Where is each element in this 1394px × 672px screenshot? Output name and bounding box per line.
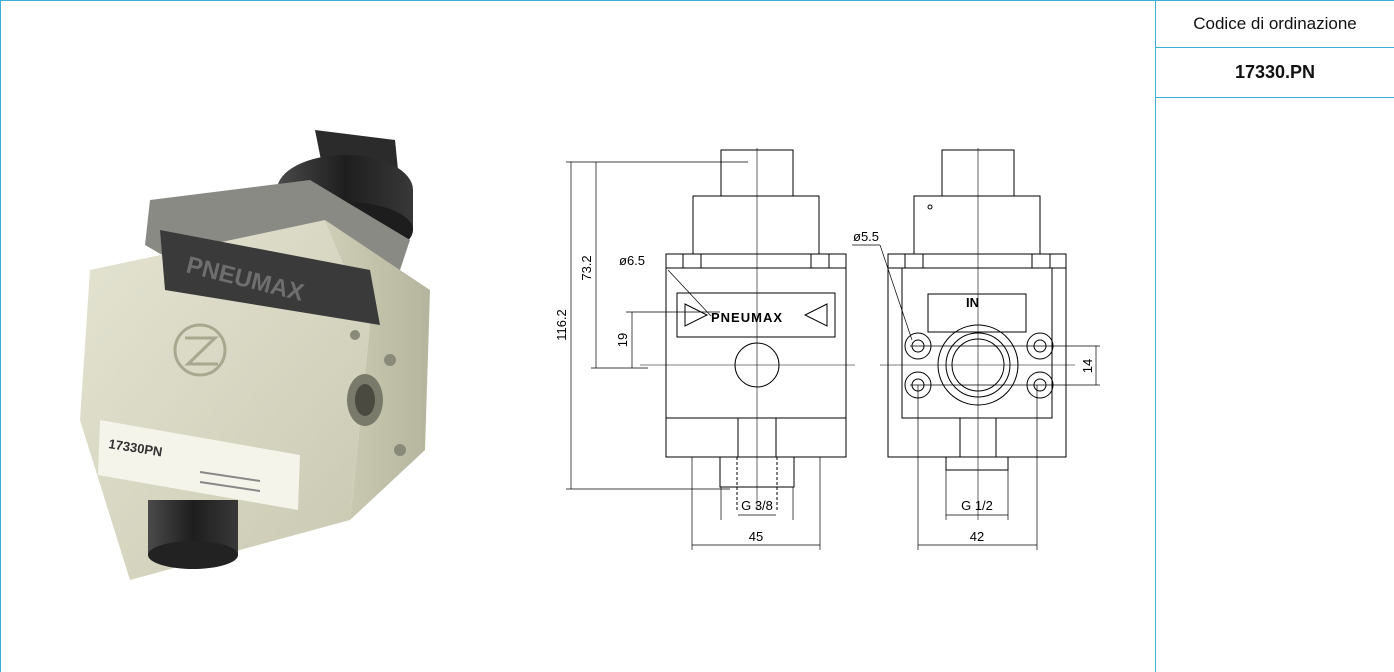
product-photo: PNEUMAX 17330PN xyxy=(80,130,430,580)
technical-drawing: PNEUMAX IN 116.2 73.2 19 ø6.5 G 3/8 45 ø… xyxy=(554,148,1100,550)
dim-side-port: G 1/2 xyxy=(961,498,993,513)
dim-upper-height: 73.2 xyxy=(579,255,594,280)
body-side xyxy=(325,220,430,520)
front-nameplate xyxy=(676,292,836,338)
front-brand-text: PNEUMAX xyxy=(711,310,783,325)
front-view xyxy=(665,149,847,510)
dim-front-hole: ø6.5 xyxy=(619,253,645,268)
order-code-panel: Codice di ordinazione 17330.PN xyxy=(1155,0,1394,672)
dim-overall-height: 116.2 xyxy=(554,309,569,341)
frame-left-border xyxy=(0,0,1,672)
frame-top-border xyxy=(0,0,1394,1)
bottom-fitting xyxy=(148,500,238,569)
dim-front-port: G 3/8 xyxy=(741,498,773,513)
photo-label xyxy=(98,420,300,510)
logo-emboss xyxy=(173,323,227,377)
side-dimensions xyxy=(852,244,1100,550)
order-code-header: Codice di ordinazione xyxy=(1156,0,1394,48)
dim-side-width: 42 xyxy=(970,529,984,544)
dim-port-height: 19 xyxy=(615,333,630,347)
order-code-value: 17330.PN xyxy=(1156,48,1394,98)
side-in-label: IN xyxy=(966,295,979,310)
side-view xyxy=(887,149,1067,471)
front-dimensions xyxy=(566,161,821,550)
dim-side-hole: ø5.5 xyxy=(853,229,879,244)
dim-side-hole-spacing: 14 xyxy=(1080,359,1095,373)
dim-front-width: 45 xyxy=(749,529,763,544)
